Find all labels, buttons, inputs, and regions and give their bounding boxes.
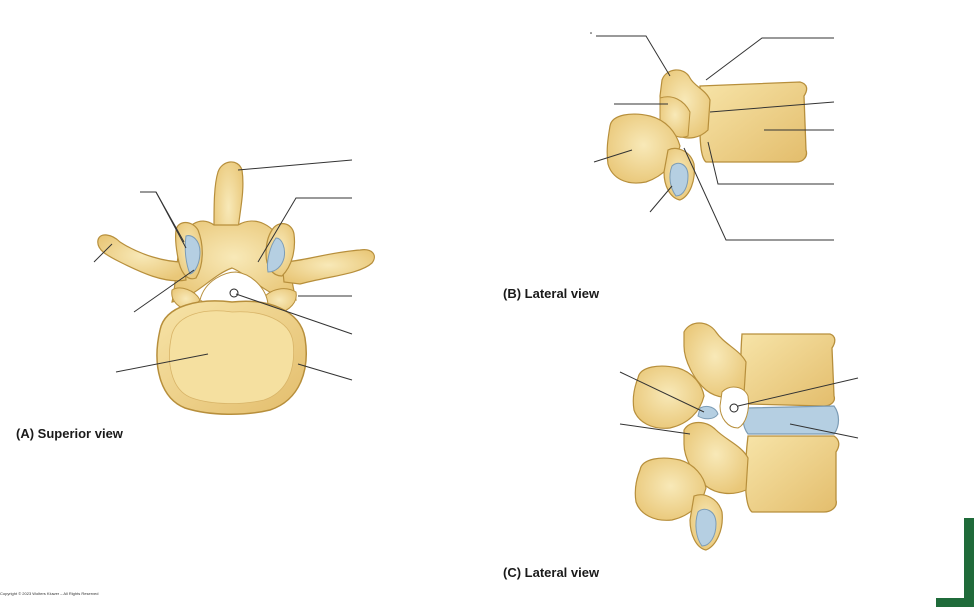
- leader-line: [683, 147, 834, 241]
- leader-line: [737, 377, 859, 407]
- lateral-view-c-leader-lines: [619, 371, 859, 439]
- leader-line: [707, 141, 834, 185]
- lateral-view-b-figure: [606, 69, 808, 201]
- leader-line: [297, 363, 353, 381]
- left-transverse-process: [97, 234, 187, 282]
- stray-dot: [590, 32, 592, 34]
- leader-line: [237, 159, 353, 171]
- leader-line: [593, 149, 633, 163]
- caption-lateral-view-b: (B) Lateral view: [503, 286, 600, 301]
- leader-line: [709, 101, 835, 113]
- right-articular-facet: [267, 237, 285, 273]
- lateral-view-b-leader-lines: [593, 35, 835, 241]
- foramen-marker: [729, 403, 739, 413]
- leader-line: [619, 371, 705, 413]
- lateral-view-c-figure: [632, 322, 840, 551]
- lower-vertebral-body: [744, 435, 840, 513]
- superior-view-figure: [97, 161, 375, 415]
- leader-line: [115, 353, 209, 373]
- zygapophyseal-joint: [697, 405, 719, 420]
- caption-lateral-view-c: (C) Lateral view: [503, 565, 600, 580]
- superior-view-leader-lines: [93, 159, 353, 381]
- caption-superior-view: (A) Superior view: [16, 426, 123, 441]
- leader-line: [789, 423, 859, 439]
- publisher-logo-mark: [936, 518, 974, 607]
- leader-line: [596, 35, 671, 77]
- vertebral-body-lateral: [699, 81, 808, 163]
- lower-inferior-articular-facet: [695, 508, 717, 547]
- upper-spinous-process: [632, 365, 705, 429]
- leader-line: [155, 191, 185, 243]
- leader-line: [235, 293, 353, 335]
- leader-line: [649, 185, 673, 213]
- right-transverse-process: [281, 249, 375, 285]
- foramen-marker: [229, 288, 239, 298]
- inferior-articular-facet-lateral: [669, 162, 689, 197]
- leader-line: [93, 243, 113, 263]
- leader-line: [619, 423, 691, 435]
- intervertebral-disc: [742, 405, 840, 435]
- copyright-notice: Copyright © 2023 Wolters Kluwer – All Ri…: [0, 591, 99, 596]
- leader-line: [257, 197, 352, 263]
- vertebral-body-cancellous: [169, 310, 294, 404]
- leader-line: [133, 269, 195, 313]
- upper-vertebral-body: [740, 333, 836, 407]
- left-articular-facet: [184, 235, 201, 275]
- leader-line: [705, 37, 834, 81]
